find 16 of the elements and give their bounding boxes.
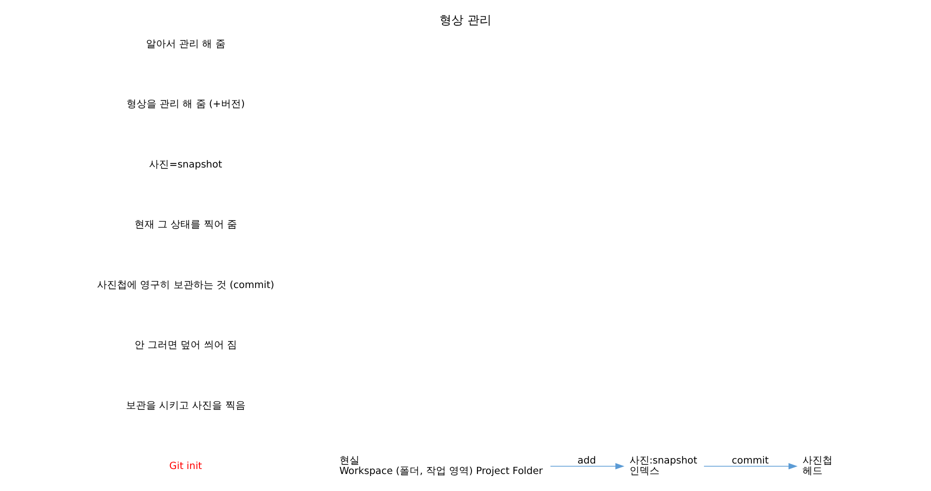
arrow [550,463,624,470]
diagram-title: 형상 관리 [440,12,492,27]
node-text: 사진첩 헤드 [802,455,833,478]
label: 알아서 관리 해 줌 [146,38,226,50]
label: Git init [169,460,202,472]
label: 현재 그 상태를 찍어 줌 [134,220,237,231]
edge-label: add [578,455,596,466]
label: 보관을 시키고 사진을 찍음 [126,400,246,412]
node-text: 사진:snapshot 인덱스 [629,455,698,478]
label: 사진=snapshot [149,159,222,170]
label: 형상을 관리 해 줌 (+버전) [126,99,245,110]
arrow [704,463,798,470]
edge-label: commit [732,455,769,466]
node-text: 현실 Workspace (폴더, 작업 영역) Project Folder [339,455,543,478]
label: 사진첩에 영구히 보관하는 것 (commit) [97,280,274,291]
label: 안 그러면 덮어 씌어 짐 [134,340,237,352]
